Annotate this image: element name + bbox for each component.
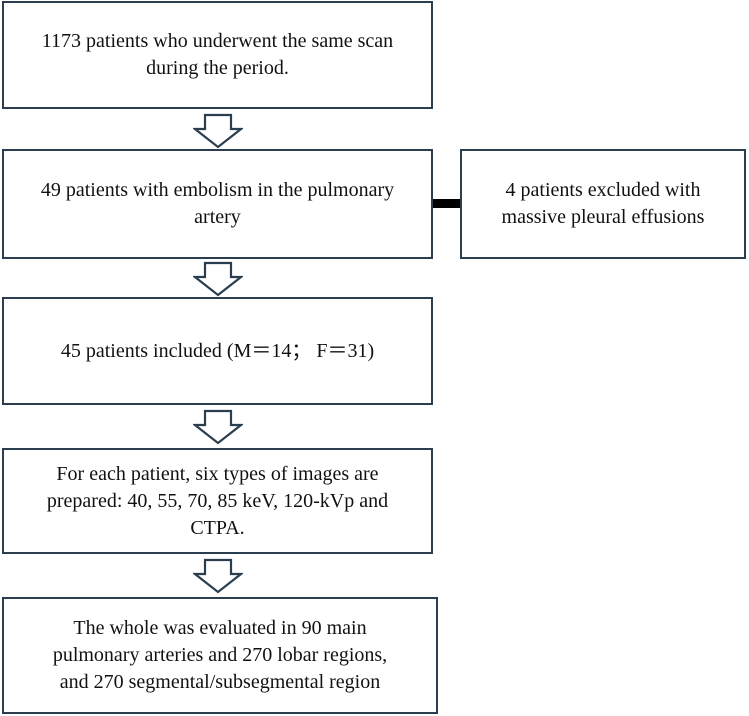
step-text-embolism-patients: 49 patients with embolism in the pulmona…	[40, 179, 395, 228]
down-arrow-icon	[193, 558, 243, 594]
step-box-evaluation: The whole was evaluated in 90 main pulmo…	[2, 597, 438, 714]
step-box-embolism-patients: 49 patients with embolism in the pulmona…	[2, 149, 433, 259]
step-box-included-patients: 45 patients included (M＝14； F＝31)	[2, 297, 433, 405]
step-text-included-patients: 45 patients included (M＝14； F＝31)	[60, 339, 375, 362]
step-text-image-types: For each patient, six types of images ar…	[46, 462, 389, 539]
exclusion-text: 4 patients excluded with massive pleural…	[501, 179, 705, 228]
step-box-image-types: For each patient, six types of images ar…	[2, 448, 433, 554]
step-text-screened-patients: 1173 patients who underwent the same sca…	[41, 30, 394, 79]
exclusion-connector	[433, 199, 460, 208]
down-arrow-icon	[193, 261, 243, 297]
down-arrow-icon	[193, 409, 243, 445]
step-text-evaluation: The whole was evaluated in 90 main pulmo…	[52, 617, 388, 693]
down-arrow-icon	[193, 113, 243, 149]
exclusion-box: 4 patients excluded with massive pleural…	[460, 149, 746, 259]
step-box-screened-patients: 1173 patients who underwent the same sca…	[2, 1, 433, 109]
